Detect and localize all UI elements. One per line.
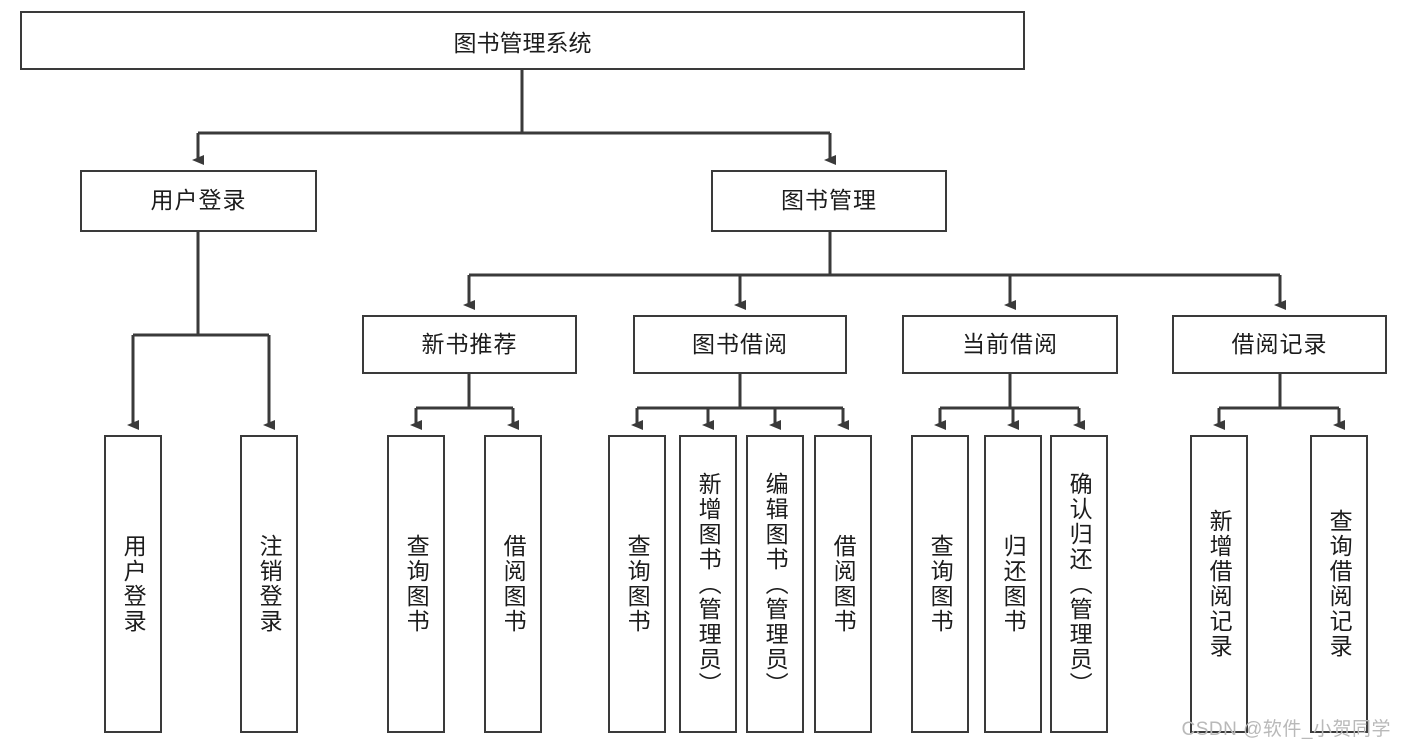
node-leaf-query-book-borrow[interactable]: 查询图书 (608, 435, 666, 733)
node-user-login[interactable]: 用户登录 (80, 170, 317, 232)
node-leaf-logout[interactable]: 注销登录 (240, 435, 298, 733)
node-new-book-rec[interactable]: 新书推荐 (362, 315, 577, 374)
node-leaf-add-book-label: 新增图书（管理员） (695, 471, 722, 697)
node-root[interactable]: 图书管理系统 (20, 11, 1025, 70)
node-book-borrow[interactable]: 图书借阅 (633, 315, 847, 374)
node-leaf-return-book[interactable]: 归还图书 (984, 435, 1042, 733)
node-leaf-query-record-label: 查询借阅记录 (1326, 509, 1353, 659)
node-leaf-user-login-label: 用户登录 (120, 534, 147, 634)
node-leaf-query-book-borrow-label: 查询图书 (624, 534, 651, 634)
node-book-manage[interactable]: 图书管理 (711, 170, 947, 232)
node-user-login-label: 用户登录 (150, 187, 247, 214)
node-new-book-rec-label: 新书推荐 (421, 330, 518, 357)
node-leaf-borrow-book-rec-label: 借阅图书 (500, 534, 527, 634)
node-leaf-edit-book-label: 编辑图书（管理员） (762, 471, 789, 697)
node-leaf-user-login[interactable]: 用户登录 (104, 435, 162, 733)
node-leaf-query-record[interactable]: 查询借阅记录 (1310, 435, 1368, 733)
node-leaf-query-book-rec[interactable]: 查询图书 (387, 435, 445, 733)
node-leaf-add-record-label: 新增借阅记录 (1206, 509, 1233, 659)
node-leaf-borrow-book-rec[interactable]: 借阅图书 (484, 435, 542, 733)
node-leaf-confirm-return-label: 确认归还（管理员） (1066, 471, 1093, 697)
node-leaf-add-book[interactable]: 新增图书（管理员） (679, 435, 737, 733)
node-leaf-query-book-cur[interactable]: 查询图书 (911, 435, 969, 733)
csdn-watermark: CSDN @软件_小贺同学 (1181, 719, 1391, 740)
node-leaf-query-book-rec-label: 查询图书 (403, 534, 430, 634)
node-current-borrow[interactable]: 当前借阅 (902, 315, 1118, 374)
node-root-label: 图书管理系统 (453, 29, 592, 56)
node-leaf-add-record[interactable]: 新增借阅记录 (1190, 435, 1248, 733)
node-leaf-borrow-book[interactable]: 借阅图书 (814, 435, 872, 733)
node-borrow-record-label: 借阅记录 (1231, 330, 1328, 357)
node-borrow-record[interactable]: 借阅记录 (1172, 315, 1387, 374)
node-leaf-logout-label: 注销登录 (256, 534, 283, 634)
node-current-borrow-label: 当前借阅 (962, 330, 1058, 357)
node-book-manage-label: 图书管理 (781, 187, 877, 214)
node-leaf-borrow-book-label: 借阅图书 (830, 534, 857, 634)
node-leaf-query-book-cur-label: 查询图书 (927, 534, 954, 634)
node-book-borrow-label: 图书借阅 (692, 330, 788, 357)
node-leaf-return-book-label: 归还图书 (1000, 534, 1027, 634)
node-leaf-edit-book[interactable]: 编辑图书（管理员） (746, 435, 804, 733)
node-leaf-confirm-return[interactable]: 确认归还（管理员） (1050, 435, 1108, 733)
